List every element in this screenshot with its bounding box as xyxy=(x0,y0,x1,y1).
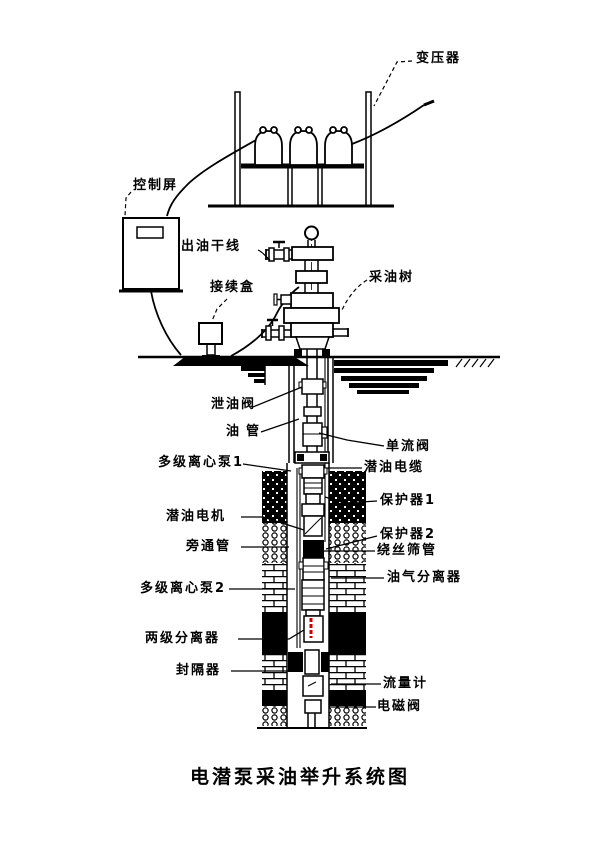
wellhead xyxy=(261,225,349,356)
wellhead-base-cone xyxy=(294,336,331,350)
packer-seal-right xyxy=(321,652,329,672)
tubing-head xyxy=(290,292,334,309)
label-multistage-pump-2: 多级离心泵2 xyxy=(140,581,227,596)
wellbore xyxy=(257,357,367,729)
cable-panel-to-ground xyxy=(150,290,182,356)
pointer-motor xyxy=(241,516,305,531)
cellar-hatch-left xyxy=(234,357,266,385)
pointer-protector2 xyxy=(325,535,378,550)
label-multistage-pump-1: 多级离心泵1 xyxy=(158,455,245,470)
wellhead-gauge xyxy=(304,225,319,241)
two-stage-separator-body xyxy=(303,615,324,643)
dashed-pointers xyxy=(124,60,413,322)
flange-spool xyxy=(295,270,328,284)
platform-leg xyxy=(317,166,323,207)
protector1-body xyxy=(301,503,325,517)
label-solenoid-valve: 电磁阀 xyxy=(377,699,423,714)
pointer-tubing xyxy=(260,418,300,433)
packer-seal-left xyxy=(288,652,303,672)
label-christmas-tree: 采油树 xyxy=(369,270,415,285)
pointer-two-stage-separator xyxy=(238,629,305,640)
pointer-pump1 xyxy=(242,463,292,472)
tubing-coupling xyxy=(303,406,322,417)
cable-to-control-panel xyxy=(166,139,257,217)
label-tubing: 油管 xyxy=(226,424,267,439)
label-packer: 封隔器 xyxy=(176,663,222,678)
packer-mandrel xyxy=(304,649,320,675)
control-panel xyxy=(119,217,183,356)
label-flow-meter: 流量计 xyxy=(383,676,429,691)
label-submersible-motor: 潜油电机 xyxy=(166,509,227,524)
control-panel-window xyxy=(136,226,164,239)
pointer-transformer xyxy=(373,60,413,107)
label-wire-wrapped-screen: 绕丝筛管 xyxy=(377,543,438,558)
pump1-head xyxy=(301,464,325,479)
label-junction-box: 接续盒 xyxy=(210,280,256,295)
protector2-body xyxy=(303,540,324,558)
wing-valve-lower xyxy=(265,318,285,341)
solenoid-valve-body xyxy=(304,699,322,714)
ground xyxy=(138,286,500,394)
pointer-christmas-tree xyxy=(341,279,368,311)
pole-right xyxy=(365,91,372,207)
downhole-string xyxy=(288,349,330,727)
casing-head-lower xyxy=(290,322,334,338)
label-two-stage-separator: 两级分离器 xyxy=(145,631,221,646)
label-bypass-pipe: 旁通管 xyxy=(186,539,232,554)
power-line-hook xyxy=(423,99,435,107)
label-control-panel: 控制屏 xyxy=(133,178,179,193)
transformer-platform xyxy=(166,91,435,217)
pointer-control-panel xyxy=(124,191,132,217)
cellar-hatch-right xyxy=(334,360,448,394)
protector1-neck xyxy=(305,493,321,505)
label-protector-1: 保护器1 xyxy=(380,493,437,508)
pointer-oil-outlet-line xyxy=(257,249,271,261)
pointer-junction-box xyxy=(211,298,228,322)
drain-valve-body xyxy=(301,378,324,395)
pointer-drain-valve xyxy=(252,386,303,408)
formation-left-column xyxy=(262,471,287,726)
flow-meter-body xyxy=(302,675,324,697)
formation-right-column xyxy=(329,471,366,726)
label-submersible-cable: 潜油电缆 xyxy=(364,460,425,475)
wing-valve-upper xyxy=(268,240,290,262)
label-oil-gas-separator: 油气分离器 xyxy=(387,570,463,585)
casing-head-upper xyxy=(283,307,340,324)
flow-tee xyxy=(291,246,334,261)
diagram-caption: 电潜泵采油举升系统图 xyxy=(189,766,410,788)
transformer-units xyxy=(254,126,353,166)
label-protector-2: 保护器2 xyxy=(380,527,437,542)
label-oil-outlet-line: 出油干线 xyxy=(181,239,242,254)
surface-casing xyxy=(288,357,334,463)
cable-port xyxy=(280,294,292,305)
label-drain-valve: 泄油阀 xyxy=(211,397,257,412)
pointer-check-valve xyxy=(318,432,385,447)
pump1-body xyxy=(303,477,323,495)
pointer-lines xyxy=(229,386,385,708)
pointer-protector1 xyxy=(324,496,378,504)
casing-head-flange xyxy=(294,451,330,464)
label-transformer: 变压器 xyxy=(416,51,462,66)
ground-hatch-right-edge xyxy=(455,358,495,368)
platform-leg xyxy=(287,166,293,207)
label-check-valve: 单流阀 xyxy=(386,439,432,454)
incoming-power-line xyxy=(351,104,425,145)
junction-box xyxy=(198,322,223,357)
pump2-body xyxy=(301,579,325,611)
separator-body xyxy=(302,557,325,581)
